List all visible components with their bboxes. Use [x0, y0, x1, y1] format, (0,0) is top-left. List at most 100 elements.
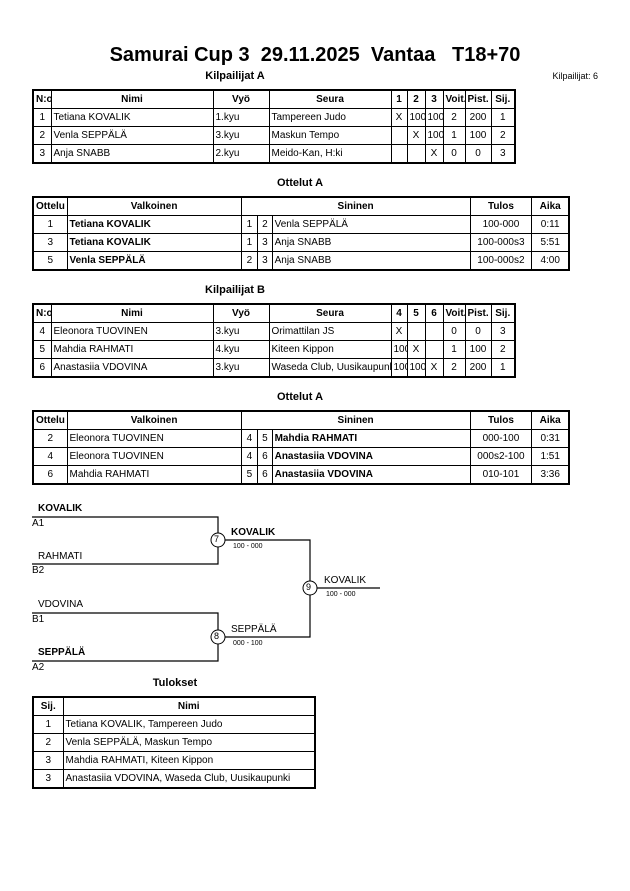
table-cell: 3 [257, 233, 273, 252]
table-cell: Meido-Kan, H:ki [268, 144, 392, 164]
table-cell: Mahdia RAHMATI, Kiteen Kippon [62, 751, 316, 770]
table-cell: 3 [257, 251, 273, 271]
matches-b-title: Ottelut A [276, 391, 324, 403]
results-table: Sij. Nimi 1 Tetiana KOVALIK, Tampereen J… [32, 696, 316, 789]
table-cell: 2 [240, 251, 259, 271]
table-row: 5 Mahdia RAHMATI 4.kyu Kiteen Kippon 100… [32, 340, 516, 359]
bracket-match-8-number: 8 [214, 631, 220, 641]
table-cell: 6 [257, 447, 273, 466]
table-row: 5 Venla SEPPÄLÄ 2 3 Anja SNABB 100-000s2… [32, 251, 570, 271]
match-9-circle [302, 580, 318, 596]
table-row: 2 Eleonora TUOVINEN 4 5 Mahdia RAHMATI 0… [32, 429, 570, 448]
table-cell: 4 [240, 447, 259, 466]
final-bracket-line [218, 539, 311, 638]
table-cell: 100 [464, 126, 492, 145]
table-cell: 1 [32, 715, 64, 734]
table-cell: 100 [390, 340, 408, 359]
table-cell: Anastasiia VDOVINA, Waseda Club, Uusikau… [62, 769, 316, 789]
col-header: Nimi [62, 696, 316, 716]
table-cell: 2.kyu [212, 144, 270, 164]
table-cell: 5 [32, 340, 52, 359]
table-cell: 5 [257, 429, 273, 448]
col-header: Sij. [32, 696, 64, 716]
table-cell: 010-101 [469, 465, 533, 485]
bracket-semi1-top-name: KOVALIK [38, 503, 83, 514]
table-cell: 3 [32, 769, 64, 789]
table-cell: 5 [240, 465, 259, 485]
table-cell: Tetiana KOVALIK, Tampereen Judo [62, 715, 316, 734]
bracket-semi2-bottom-seed: A2 [32, 662, 45, 673]
bracket-semi2-top-seed: B1 [32, 614, 45, 625]
results-header-row: Sij. Nimi [32, 696, 316, 716]
bracket-semi1-top-seed: A1 [32, 518, 45, 529]
table-row: 1 Tetiana KOVALIK 1.kyu Tampereen Judo X… [32, 108, 516, 127]
table-cell: 0 [464, 144, 492, 164]
table-cell: Anastasiia VDOVINA [271, 465, 471, 485]
table-row: 3 Mahdia RAHMATI, Kiteen Kippon [32, 751, 316, 770]
table-cell: 1 [490, 358, 516, 378]
results-title: Tulokset [152, 677, 198, 689]
table-cell: 4.kyu [212, 340, 270, 359]
bracket-semi1-winner: KOVALIK [231, 527, 276, 538]
table-cell: 2 [490, 126, 516, 145]
table-cell: 3 [490, 322, 516, 341]
table-cell: 5:51 [531, 233, 570, 252]
matches-a-title: Ottelut A [276, 177, 324, 189]
match-8-circle [210, 629, 226, 645]
table-cell: Mahdia RAHMATI [50, 340, 214, 359]
bracket-semi2-bottom-name: SEPPÄLÄ [38, 647, 86, 658]
table-cell: Anja SNABB [271, 251, 471, 271]
table-cell: 1 [240, 215, 259, 234]
table-cell: 3:36 [531, 465, 570, 485]
table-row: 1 Tetiana KOVALIK, Tampereen Judo [32, 715, 316, 734]
matches-b-table: Ottelu Valkoinen Sininen Tulos Aika 2 El… [32, 410, 570, 485]
table-cell: Venla SEPPÄLÄ [50, 126, 214, 145]
table-cell: Anja SNABB [50, 144, 214, 164]
table-cell: Venla SEPPÄLÄ, Maskun Tempo [62, 733, 316, 752]
table-row: 3 Tetiana KOVALIK 1 3 Anja SNABB 100-000… [32, 233, 570, 252]
table-cell: 3 [32, 751, 64, 770]
table-cell: 6 [257, 465, 273, 485]
table-row: 1 Tetiana KOVALIK 1 2 Venla SEPPÄLÄ 100-… [32, 215, 570, 234]
table-row: 6 Anastasiia VDOVINA 3.kyu Waseda Club, … [32, 358, 516, 378]
bracket-semi1-bottom-seed: B2 [32, 565, 45, 576]
table-cell: Anja SNABB [271, 233, 471, 252]
table-cell: 2 [32, 733, 64, 752]
matches-a-table: Ottelu Valkoinen Sininen Tulos Aika 1 Te… [32, 196, 570, 271]
bracket-semi2-score: 000 - 100 [233, 640, 263, 647]
table-cell: 6 [32, 465, 68, 485]
competitor-count: Kilpailijat: 6 [552, 71, 598, 81]
bracket-final-winner: KOVALIK [324, 575, 367, 586]
col-header: Sij. [490, 303, 516, 323]
bracket-match-7-number: 7 [214, 534, 220, 544]
pool-b-title: Kilpailijat B [205, 284, 265, 296]
table-cell: 2 [257, 215, 273, 234]
pool-a-table: N:o Nimi Vyö Seura 1 2 3 Voit. Pist. Sij… [32, 89, 516, 164]
matches-b-header-row: Ottelu Valkoinen Sininen Tulos Aika [32, 410, 570, 430]
match-7-circle [210, 532, 226, 548]
table-cell: 3.kyu [212, 126, 270, 145]
table-cell: 3 [490, 144, 516, 164]
bracket-final-score: 100 - 000 [326, 591, 356, 598]
table-row: 2 Venla SEPPÄLÄ, Maskun Tempo [32, 733, 316, 752]
table-row: 3 Anja SNABB 2.kyu Meido-Kan, H:ki X 0 0… [32, 144, 516, 164]
table-row: 4 Eleonora TUOVINEN 4 6 Anastasiia VDOVI… [32, 447, 570, 466]
table-cell: 100 [464, 340, 492, 359]
page-title: Samurai Cup 3 29.11.2025 Vantaa T18+70 [109, 44, 521, 66]
pool-a-title: Kilpailijat A [205, 70, 265, 82]
table-row: 4 Eleonora TUOVINEN 3.kyu Orimattilan JS… [32, 322, 516, 341]
bracket-semi1-bottom-name: RAHMATI [38, 551, 83, 562]
table-cell: X [424, 358, 444, 378]
table-cell: Eleonora TUOVINEN [66, 447, 242, 466]
table-cell: 100-000s2 [469, 251, 533, 271]
table-cell: 2 [490, 340, 516, 359]
bracket-semi1-score: 100 - 000 [233, 543, 263, 550]
table-row: 6 Mahdia RAHMATI 5 6 Anastasiia VDOVINA … [32, 465, 570, 485]
bracket-match-9-number: 9 [306, 582, 312, 592]
table-row: 3 Anastasiia VDOVINA, Waseda Club, Uusik… [32, 769, 316, 789]
bracket-semi2-top-name: VDOVINA [38, 599, 84, 610]
table-cell: 1:51 [531, 447, 570, 466]
pool-b-table: N:o Nimi Vyö Seura 4 5 6 Voit. Pist. Sij… [32, 303, 516, 378]
table-cell: 1 [240, 233, 259, 252]
